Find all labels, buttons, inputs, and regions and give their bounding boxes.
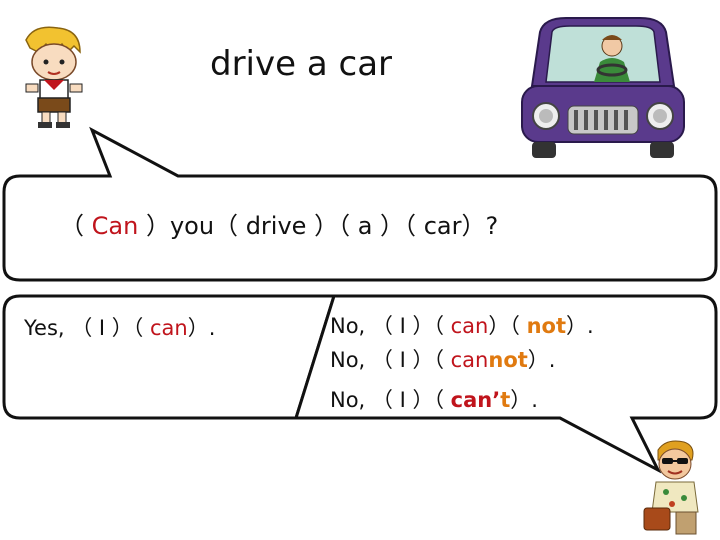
text: No, （ I ）（: [330, 314, 451, 338]
text: ）.: [527, 348, 556, 372]
no-bubble: [293, 294, 718, 474]
text: No, （ I ）（: [330, 348, 451, 372]
text: ）you（: [138, 212, 246, 240]
text: ）.: [510, 388, 538, 412]
slide-title: drive a car: [210, 44, 393, 84]
text: ）?: [461, 212, 499, 240]
text: No, （ I ）（: [330, 388, 451, 412]
answer-drive: drive: [245, 212, 307, 240]
answer-can: can: [450, 348, 489, 372]
text: ）（: [488, 314, 527, 338]
text: ）（: [306, 212, 358, 240]
answer-not: not: [488, 348, 528, 372]
answer-t: t: [500, 388, 511, 412]
man-icon: [643, 440, 699, 535]
text: ）（: [372, 212, 424, 240]
paren: （: [60, 212, 92, 240]
answer-can: can: [149, 316, 188, 340]
car-icon: [521, 17, 685, 158]
text: ）.: [187, 316, 216, 340]
answer-can: can: [450, 314, 489, 338]
no-answer-2: No, （ I ）（ cannot）.: [330, 344, 555, 374]
question-bubble: [2, 126, 718, 282]
answer-a: a: [357, 212, 373, 240]
answer-not: not: [526, 314, 566, 338]
boy-icon: [25, 26, 83, 128]
answer-car: car: [423, 212, 462, 240]
no-answer-1: No, （ I ）（ can）（ not）.: [330, 310, 594, 340]
text: Yes, （ I ）（: [24, 316, 150, 340]
answer-cant: can’: [450, 388, 501, 412]
no-answer-3: No, （ I ）（ can’t）.: [330, 384, 538, 414]
question-line: （ Can ）you（ drive ）（ a ）（ car）?: [60, 206, 498, 241]
answer-can: Can: [91, 212, 139, 240]
yes-bubble: [2, 294, 337, 420]
text: ）.: [565, 314, 594, 338]
yes-answer: Yes, （ I ）（ can）.: [24, 312, 215, 342]
